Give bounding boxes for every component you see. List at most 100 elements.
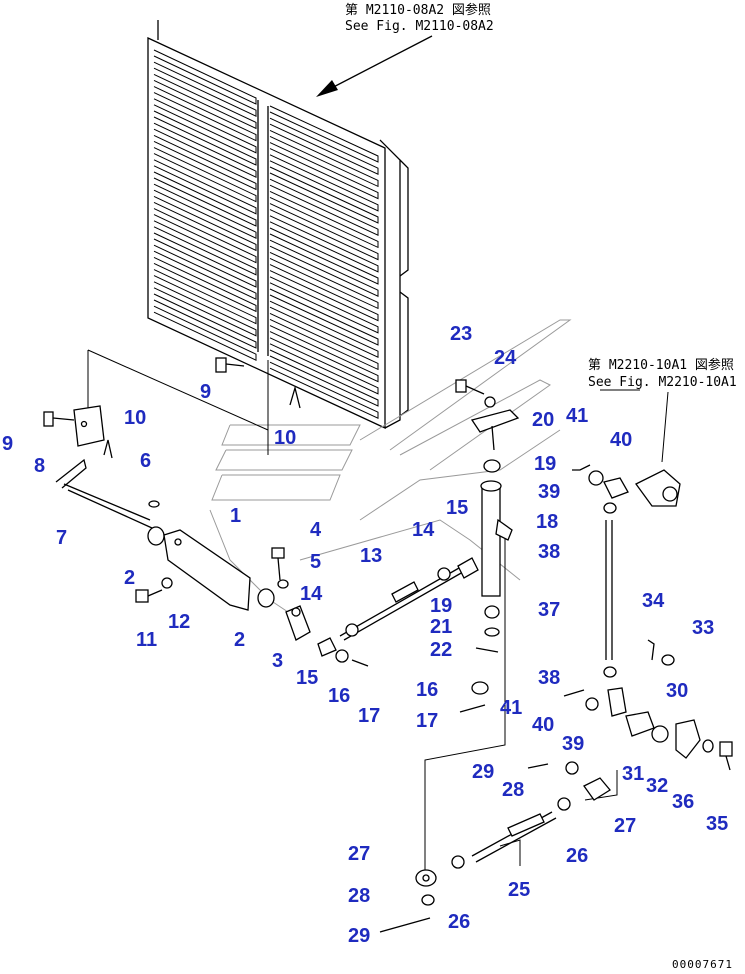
part-bolt-22 — [475, 647, 499, 653]
callout-19-bottom: 19 — [430, 595, 452, 617]
part-bushing-2-left — [147, 526, 165, 546]
callout-24: 24 — [494, 347, 517, 369]
part-lever-1 — [163, 529, 251, 611]
part-pin-41-top — [572, 464, 591, 471]
callout-2-left: 2 — [124, 567, 135, 589]
callout-31: 31 — [622, 763, 644, 785]
part-pin-17-right — [459, 704, 486, 713]
part-bolt-35 — [719, 741, 733, 771]
part-clevis-15-right — [457, 557, 479, 579]
part-bolt-4 — [271, 547, 285, 581]
part-bolt-9-top — [215, 357, 245, 373]
leader-brackets — [87, 349, 669, 875]
part-clevis-15-left — [317, 637, 337, 657]
callout-33: 33 — [692, 617, 714, 639]
part-washer-33 — [661, 654, 675, 666]
callout-15-left: 15 — [296, 667, 318, 689]
callout-36: 36 — [672, 791, 694, 813]
callout-28-lower: 28 — [348, 885, 370, 907]
callout-26-left: 26 — [448, 911, 470, 933]
part-lever-30 — [625, 711, 655, 737]
callout-30: 30 — [666, 680, 688, 702]
callout-9-top: 9 — [200, 381, 211, 403]
part-bolt-9-left — [43, 411, 75, 427]
part-bushing-31 — [651, 725, 669, 743]
part-pin-29-lower — [379, 917, 431, 933]
part-nut-14-right — [437, 567, 451, 581]
callout-35: 35 — [706, 813, 728, 835]
callout-37: 37 — [538, 599, 560, 621]
callout-27-left: 27 — [348, 843, 370, 865]
radiator-shutter-assembly — [147, 20, 409, 430]
callout-41-top: 41 — [566, 405, 588, 427]
callout-40-top: 40 — [610, 429, 632, 451]
callout-16-right: 16 — [416, 679, 438, 701]
callout-21: 21 — [430, 616, 452, 638]
part-washer-24 — [484, 396, 496, 408]
callout-18: 18 — [536, 511, 558, 533]
part-bushing-2-right — [257, 588, 275, 608]
callout-7: 7 — [56, 527, 67, 549]
callout-28-upper: 28 — [502, 779, 524, 801]
callout-26-right: 26 — [566, 845, 588, 867]
callout-15-right: 15 — [446, 497, 468, 519]
part-rod-end-27-right — [583, 777, 611, 801]
callout-25: 25 — [508, 879, 530, 901]
callout-38-top: 38 — [538, 541, 560, 563]
callout-6: 6 — [140, 450, 151, 472]
part-nut-40-top — [588, 470, 604, 486]
part-washer-21 — [484, 627, 500, 637]
part-washer-36 — [702, 739, 714, 753]
callout-14-left: 14 — [300, 583, 323, 605]
ref-top-en: See Fig. M2110-08A2 — [345, 19, 494, 34]
ref-top-jp: 第 M2110-08A2 図参照 — [345, 2, 491, 18]
part-nut-16-left — [335, 649, 349, 663]
callout-9-left: 9 — [2, 433, 13, 455]
callout-23: 23 — [450, 323, 472, 345]
callout-27-right: 27 — [614, 815, 636, 837]
callout-40-bottom: 40 — [532, 714, 554, 736]
part-rod-25 — [471, 811, 557, 866]
part-washer-6 — [148, 500, 160, 508]
part-bushing-19-top — [483, 459, 501, 473]
ref-right-jp: 第 M2210-10A1 図参照 — [588, 357, 734, 373]
callout-8: 8 — [34, 455, 45, 477]
part-nut-40-bottom — [585, 697, 599, 711]
callout-16-left: 16 — [328, 685, 350, 707]
part-nut-38-bottom — [603, 666, 617, 678]
part-lever-18 — [480, 480, 513, 597]
callout-29-upper: 29 — [472, 761, 494, 783]
callout-14-right: 14 — [412, 519, 435, 541]
callout-group: 1 2 2 3 4 5 6 7 8 9 9 10 10 11 12 13 14 … — [2, 323, 728, 947]
part-rod-end-39-bottom — [607, 687, 627, 717]
part-nut-28-lower — [421, 894, 435, 906]
callout-10-left: 10 — [124, 407, 146, 429]
ref-top-arrow — [316, 35, 433, 97]
part-bushing-19-bottom — [484, 605, 500, 619]
callout-5: 5 — [310, 551, 321, 573]
part-nut-38-top — [603, 502, 617, 514]
callout-29-lower: 29 — [348, 925, 370, 947]
callout-32: 32 — [646, 775, 668, 797]
callout-41-bottom: 41 — [500, 697, 522, 719]
part-washer-12 — [161, 577, 173, 589]
callout-12: 12 — [168, 611, 190, 633]
callout-39-top: 39 — [538, 481, 560, 503]
callout-38-bottom: 38 — [538, 667, 560, 689]
part-rod-end-27-left — [415, 869, 437, 887]
part-pin-10-left — [103, 439, 113, 459]
part-rod-37 — [605, 520, 613, 660]
part-nut-26-left — [451, 855, 465, 869]
part-bolt-11 — [135, 589, 163, 603]
part-nut-5 — [277, 579, 289, 589]
callout-3: 3 — [272, 650, 283, 672]
callout-1: 1 — [230, 505, 241, 527]
callout-17-right: 17 — [416, 710, 438, 732]
callout-17-left: 17 — [358, 705, 380, 727]
callout-4: 4 — [310, 519, 322, 541]
callout-10-center: 10 — [274, 427, 296, 449]
callout-13: 13 — [360, 545, 382, 567]
callout-11: 11 — [136, 629, 157, 651]
callout-2-right: 2 — [234, 629, 245, 651]
